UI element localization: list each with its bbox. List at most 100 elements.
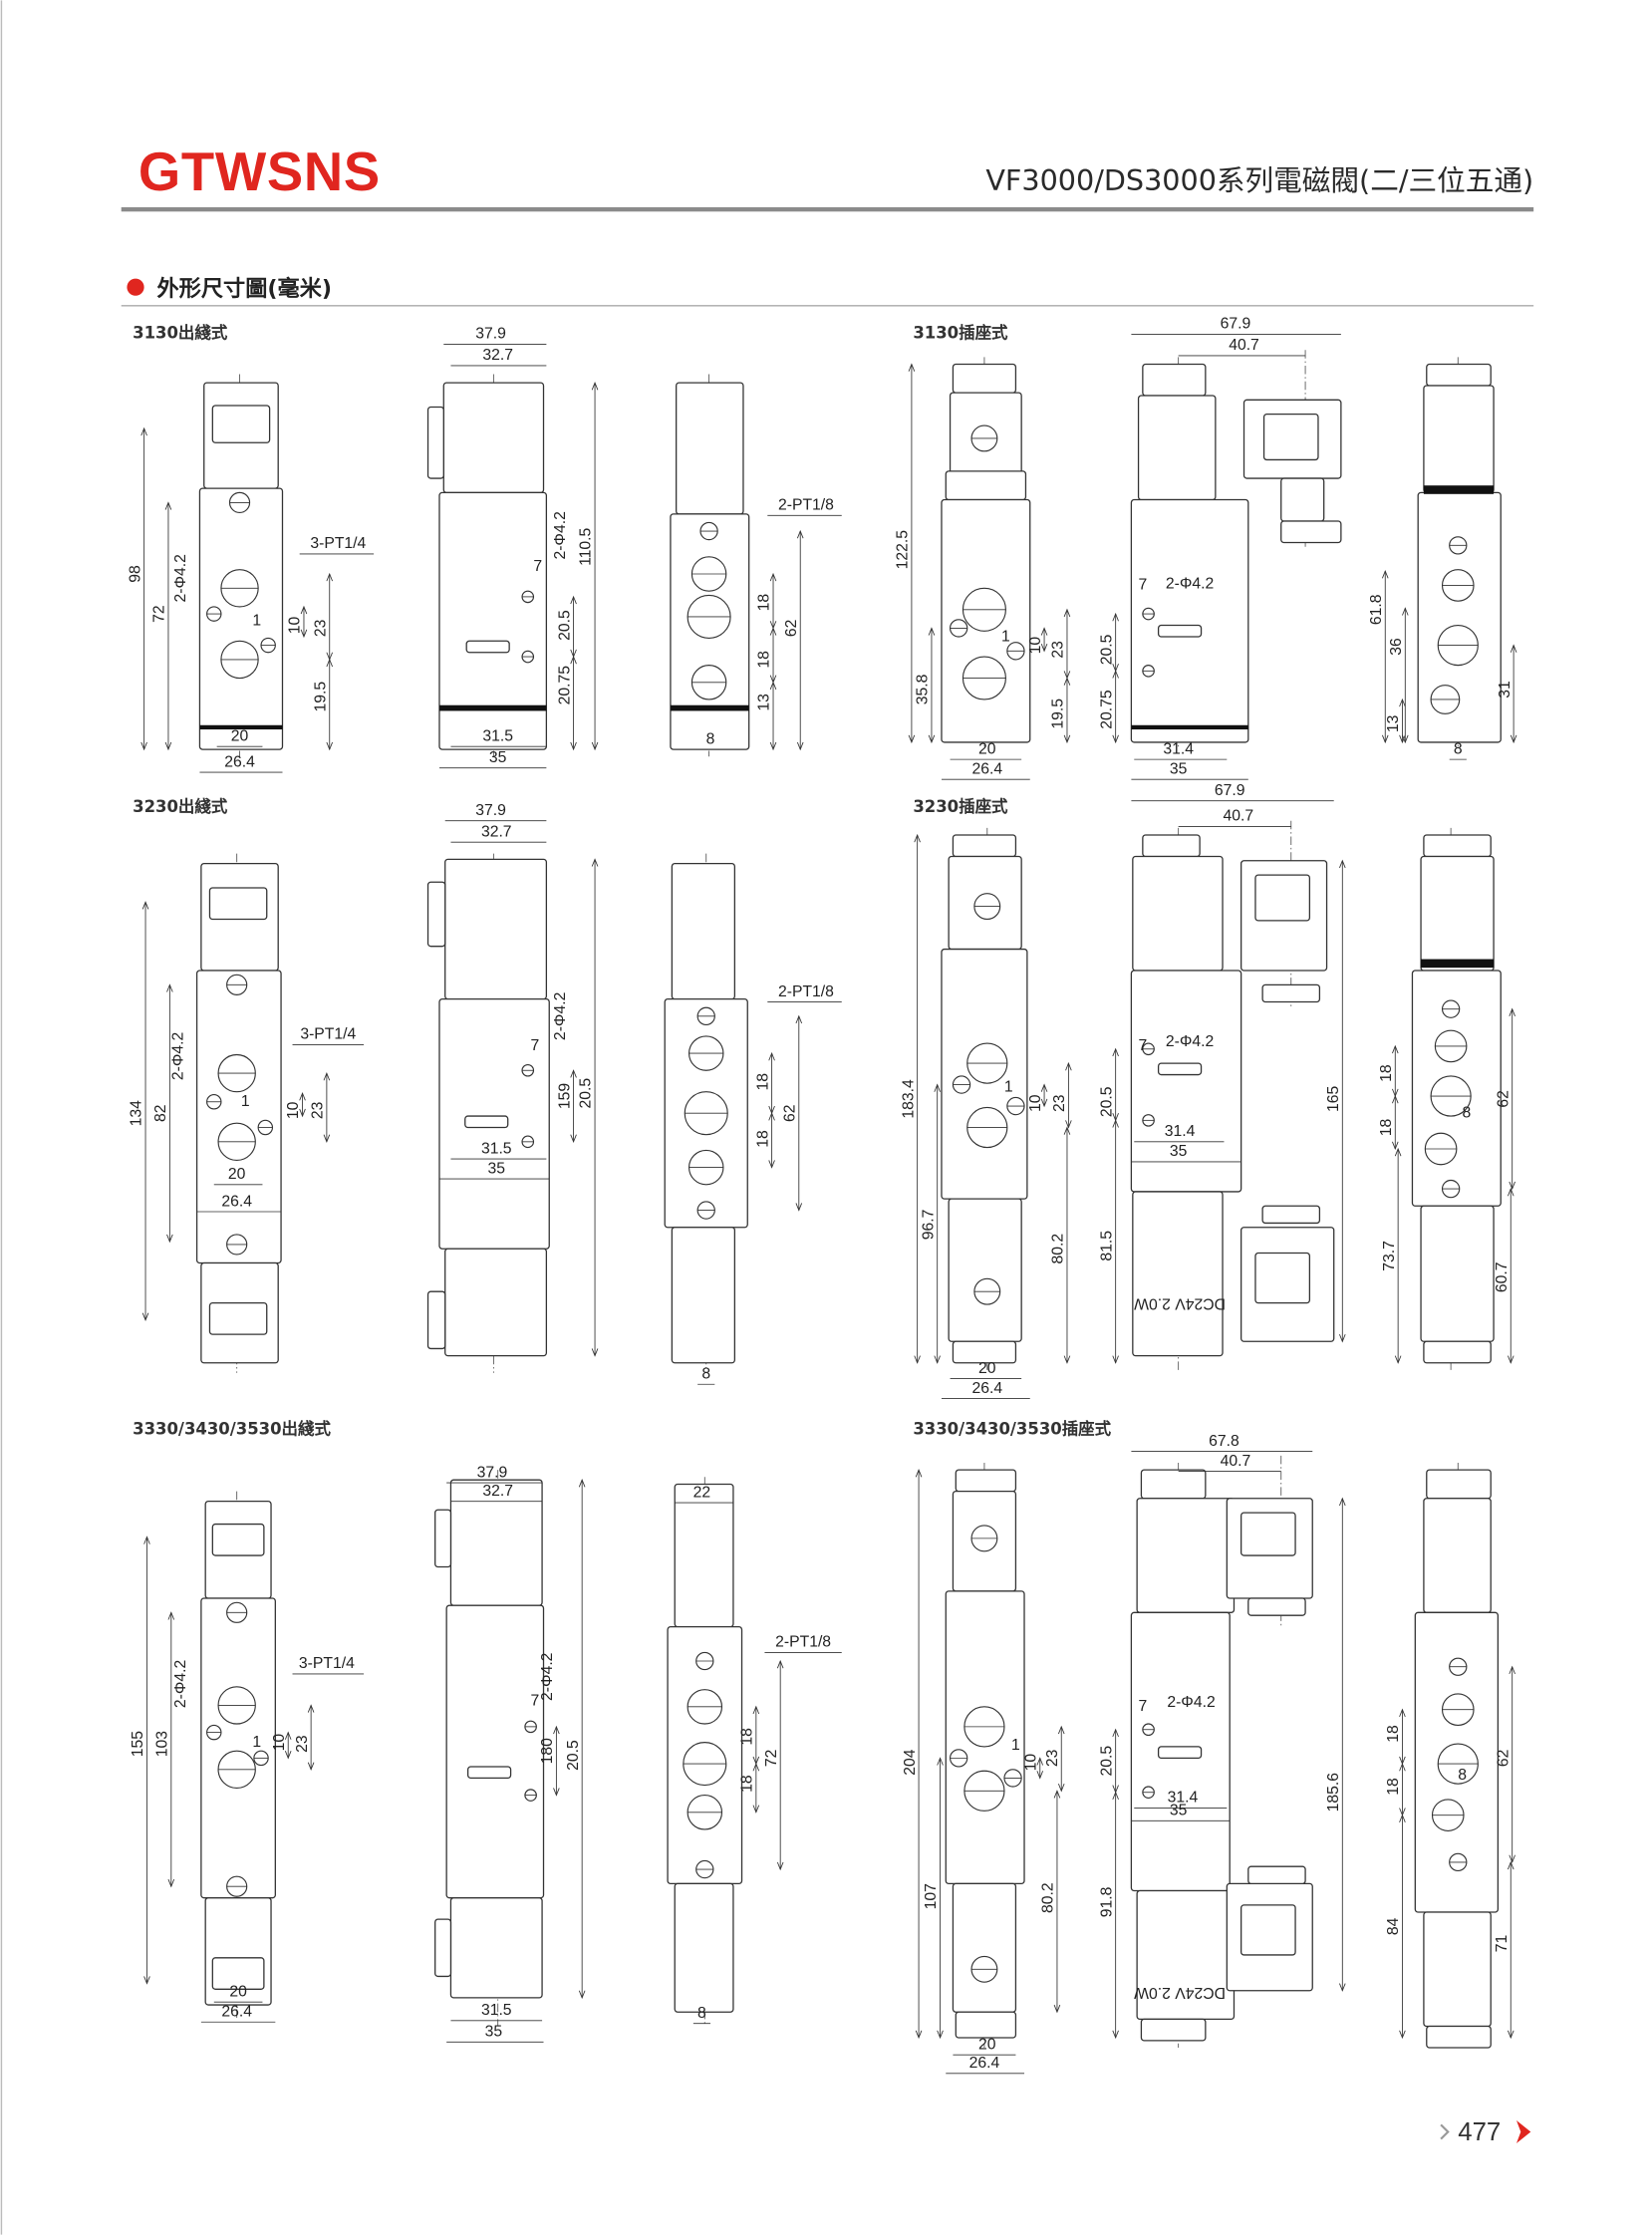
valve-body-part: [211, 1957, 265, 1990]
valve-body-part: [1247, 1865, 1306, 1885]
dimension-label: 1: [252, 613, 261, 630]
valve-body-part: [955, 1469, 1017, 1493]
valve-body-part: [1142, 363, 1207, 397]
dimension-label: 23: [294, 1735, 311, 1753]
dimension-label: 31.4: [1163, 740, 1194, 757]
dimension-label: 2-Φ4.2: [1166, 1033, 1214, 1050]
valve-body-part: [1423, 385, 1495, 494]
dimension-label: 18: [1378, 1064, 1395, 1082]
dimension-label: 35: [489, 749, 507, 766]
valve-body-part: [1423, 1911, 1492, 2028]
valve-body-part: [1157, 624, 1203, 638]
dimension-label: 13: [1385, 714, 1402, 732]
valve-body-part: [674, 1483, 734, 1628]
dimension-label: 20: [978, 1360, 996, 1377]
valve-body-part: [671, 862, 736, 1000]
valve-body-part: [195, 970, 282, 1264]
dimension-label: 10: [285, 1101, 302, 1119]
valve-body-part: [952, 363, 1017, 394]
valve-body-part: [1262, 413, 1319, 461]
valve-body-part: [1280, 477, 1325, 522]
dimension-label: 20.5: [556, 610, 573, 641]
valve-body-part: [1130, 498, 1249, 743]
valve-body-part: [211, 405, 271, 443]
valve-body-part: [948, 1198, 1022, 1342]
valve-body-part: [1136, 1498, 1236, 1613]
valve-body-part: [1426, 1469, 1492, 1500]
dimension-label: 2-PT1/8: [778, 497, 834, 514]
dimension-label: 26.4: [971, 1380, 1002, 1397]
dimension-label: 67.8: [1209, 1433, 1239, 1450]
dimension-label: 31.4: [1165, 1123, 1196, 1140]
dimension-label: 2-PT1/8: [775, 1634, 831, 1651]
valve-body-part: [952, 1340, 1017, 1364]
valve-body-part: [1247, 1597, 1306, 1616]
dimension-label: 40.7: [1221, 1453, 1251, 1470]
dimension-label: 19.5: [312, 682, 329, 712]
dimension-label: 2-Φ4.2: [552, 511, 569, 559]
valve-body-part: [674, 1882, 734, 2013]
page-number-text: 477: [1458, 2118, 1501, 2146]
panel-title: 3230出綫式: [133, 797, 228, 816]
dimension-label: 165: [1325, 1086, 1342, 1113]
dimension-label: 3-PT1/4: [310, 535, 366, 552]
dimension-label: 36: [1388, 638, 1405, 656]
valve-body-part: [1423, 1498, 1492, 1613]
dimension-label: 13: [756, 694, 773, 711]
dimension-label: 2-Φ4.2: [1167, 1694, 1215, 1711]
seal-band: [1421, 959, 1495, 969]
dimension-label: 72: [763, 1750, 780, 1768]
dimension-label: 82: [152, 1104, 169, 1122]
valve-body-part: [1137, 395, 1217, 501]
dimension-label: 1: [1004, 1079, 1013, 1096]
dimension-label: 20.5: [1098, 1746, 1115, 1777]
valve-body-part: [434, 1509, 452, 1568]
dimension-label: 1: [1011, 1737, 1020, 1754]
page-number: 477: [1440, 2118, 1531, 2146]
dimension-label: 20.75: [556, 666, 573, 705]
dimension-label: 37.9: [477, 1464, 508, 1481]
valve-body-part: [1420, 855, 1495, 972]
valve-body-part: [955, 2011, 1017, 2039]
valve-body-part: [426, 881, 446, 948]
dimension-label: 22: [693, 1484, 711, 1501]
dimension-label: 18: [1378, 1119, 1395, 1137]
dimension-label: 62: [783, 620, 800, 638]
valve-body-part: [464, 1115, 509, 1129]
valve-body-part: [1426, 2025, 1492, 2049]
dimension-label: 35.8: [915, 674, 932, 704]
dimension-label: 18: [739, 1775, 756, 1793]
chevron-right-icon: [1440, 2123, 1450, 2140]
seal-band: [670, 704, 749, 711]
dimension-label: 8: [706, 730, 715, 747]
valve-body-part: [1240, 1904, 1296, 1956]
valve-body-part: [445, 1604, 545, 1899]
chevron-right-icon: [1515, 2120, 1531, 2143]
dimension-label: 8: [697, 2005, 706, 2022]
valve-body-part: [1423, 834, 1492, 858]
header-rule: [121, 207, 1534, 212]
valve-body-part: [1417, 491, 1502, 743]
dimension-label: 8: [1462, 1105, 1471, 1122]
dimension-label: 2-Φ4.2: [172, 1660, 189, 1708]
seal-band: [1131, 724, 1248, 730]
valve-body-part: [1261, 983, 1321, 1003]
dimension-label: 73.7: [1381, 1241, 1398, 1271]
dimension-label: 18: [1385, 1725, 1402, 1743]
dimension-label: 67.9: [1215, 782, 1245, 799]
dimension-label: 2-Φ4.2: [539, 1653, 556, 1701]
dimension-label: 23: [1050, 641, 1067, 659]
dimension-label: DC24V 2.0W: [1134, 1984, 1226, 2001]
dimension-label: 91.8: [1098, 1886, 1115, 1917]
valve-body-part: [1280, 520, 1342, 544]
dimension-label: 32.7: [482, 1483, 513, 1500]
valve-body-part: [438, 491, 548, 750]
dimension-label: 20: [229, 1983, 247, 2000]
valve-body-part: [1142, 834, 1201, 858]
dimension-label: 110.5: [578, 527, 595, 565]
panel-title: 3230插座式: [913, 797, 1008, 816]
dimension-label: 23: [1051, 1094, 1068, 1112]
valve-body-part: [208, 1301, 268, 1335]
